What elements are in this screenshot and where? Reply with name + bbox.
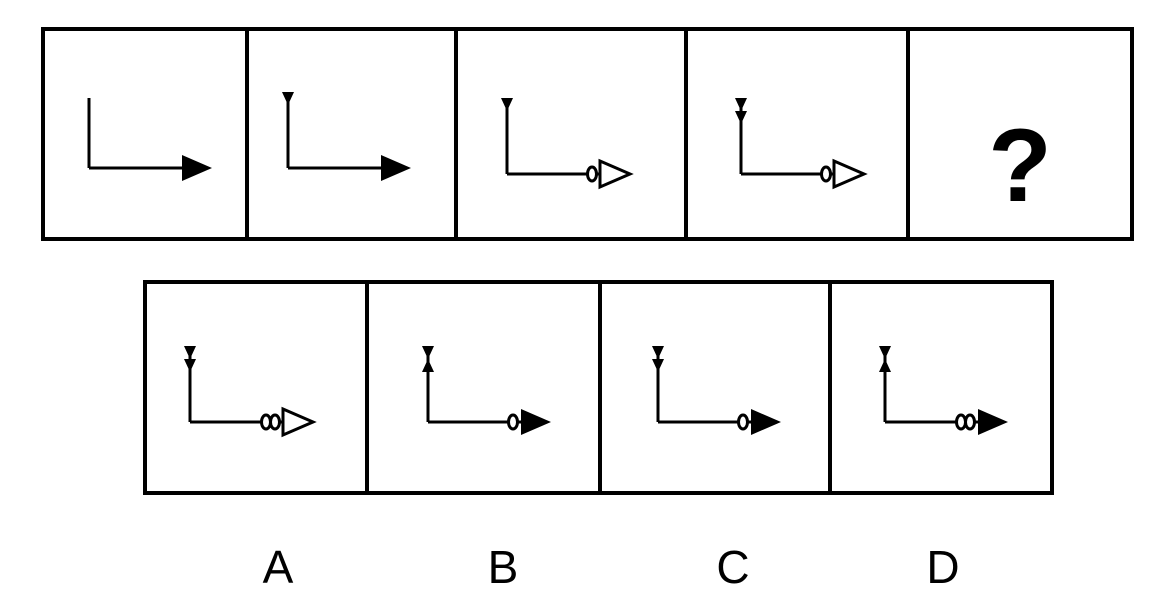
- option-a-label[interactable]: A: [263, 541, 294, 593]
- down-arrowhead-icon: [422, 346, 434, 359]
- option-c-label[interactable]: C: [716, 541, 749, 593]
- filled-arrowhead-icon: [978, 409, 1008, 435]
- down-arrowhead-icon: [184, 359, 196, 372]
- hollow-arrowhead-icon: [281, 406, 317, 438]
- ring-icon: [964, 413, 976, 431]
- filled-arrowhead-icon: [182, 155, 212, 181]
- ring-icon: [820, 165, 832, 183]
- filled-arrowhead-icon: [751, 409, 781, 435]
- sequence-row-frame: [41, 27, 1134, 241]
- filled-arrowhead-icon: [381, 155, 411, 181]
- ring-icon: [269, 413, 281, 431]
- question-mark: ?: [988, 108, 1052, 224]
- sequence-figure-3: [501, 98, 634, 190]
- down-arrowhead-icon: [735, 111, 747, 124]
- down-arrowhead-icon: [652, 346, 664, 359]
- option-d-figure[interactable]: [879, 346, 1008, 435]
- option-d-label[interactable]: D: [926, 541, 959, 593]
- sequence-row: ?: [41, 27, 1134, 241]
- down-arrowhead-icon: [652, 359, 664, 372]
- up-arrowhead-icon: [879, 359, 891, 372]
- option-c-figure[interactable]: [652, 346, 781, 435]
- sequence-figure-1: [87, 98, 212, 181]
- down-arrowhead-icon: [282, 92, 294, 105]
- ring-icon: [586, 165, 598, 183]
- down-arrowhead-icon: [879, 346, 891, 359]
- filled-arrowhead-icon: [521, 409, 551, 435]
- option-b-label[interactable]: B: [488, 541, 519, 593]
- ring-icon: [507, 413, 519, 431]
- ring-icon: [737, 413, 749, 431]
- down-arrowhead-icon: [501, 98, 513, 111]
- down-arrowhead-icon: [735, 98, 747, 111]
- up-arrowhead-icon: [422, 359, 434, 372]
- sequence-figure-2: [282, 92, 411, 181]
- option-a-figure[interactable]: [184, 346, 317, 438]
- hollow-arrowhead-icon: [598, 158, 634, 190]
- option-b-figure[interactable]: [422, 346, 551, 435]
- hollow-arrowhead-icon: [832, 158, 868, 190]
- down-arrowhead-icon: [184, 346, 196, 359]
- options-row: A B C D: [143, 280, 1054, 593]
- sequence-figure-4: [735, 98, 868, 190]
